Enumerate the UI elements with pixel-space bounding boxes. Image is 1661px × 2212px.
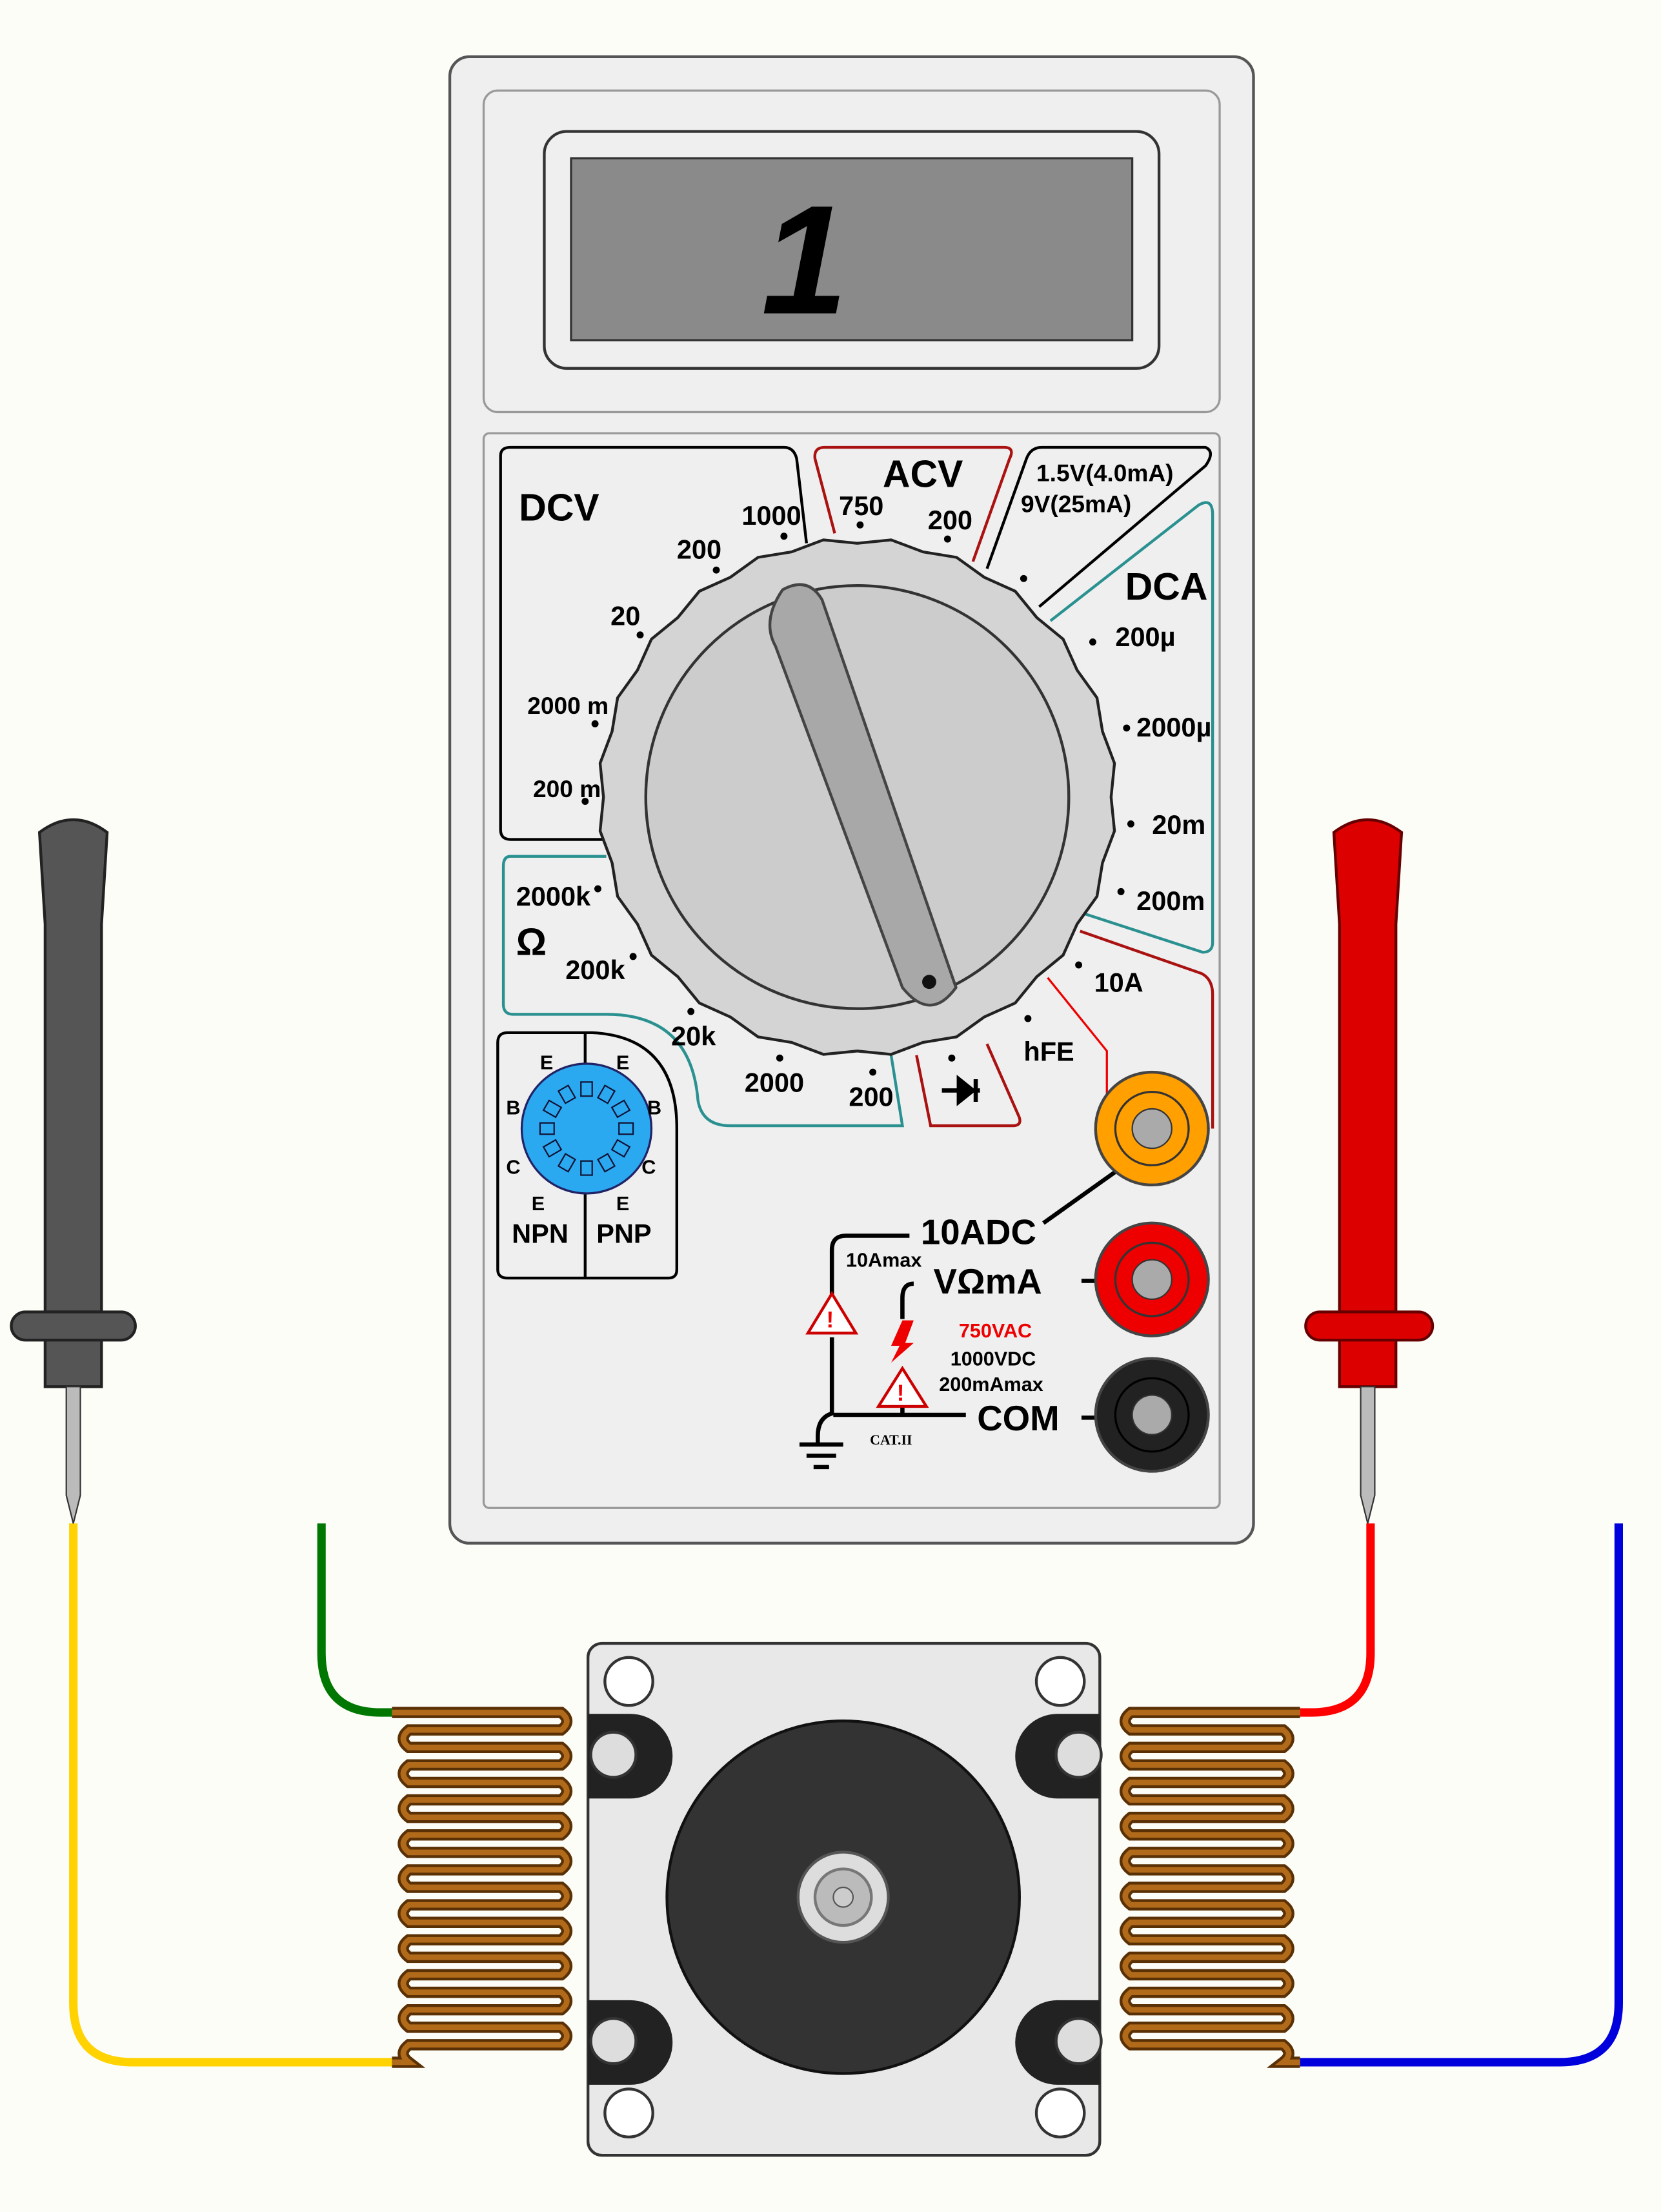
pin-c: C [506, 1156, 520, 1178]
jack-10adc-label: 10ADC [921, 1213, 1036, 1252]
pin-e: E [616, 1052, 629, 1074]
socket-pin [539, 1122, 555, 1135]
pin-b: B [647, 1097, 661, 1119]
rating-1000vdc: 1000VDC [951, 1348, 1036, 1370]
dca-200m: 200m [1136, 886, 1205, 916]
socket-pin [610, 1139, 631, 1158]
lcd-reading: 1 [761, 172, 848, 346]
jack-10a[interactable] [1094, 1070, 1210, 1187]
high-voltage-icon [891, 1320, 914, 1363]
socket-pin [557, 1153, 576, 1173]
range-hfe: hFE [1023, 1037, 1074, 1067]
red-probe[interactable] [1304, 818, 1434, 1524]
socket-pin [542, 1099, 563, 1119]
jack-vohm-label: VΩmA [934, 1262, 1042, 1301]
wire-blue [1300, 1523, 1624, 2067]
ohm-symbol: Ω [516, 921, 547, 964]
lcd-display [570, 157, 1134, 341]
dcv-200: 200 [677, 534, 721, 565]
pnp-label: PNP [596, 1218, 651, 1248]
ohm-20k: 20k [671, 1021, 716, 1051]
pin-e: E [616, 1193, 629, 1215]
wire-red [1300, 1523, 1375, 1717]
npn-label: NPN [512, 1218, 569, 1248]
wire-yellow [69, 1523, 392, 2067]
dcv-2000m: 2000 m [527, 692, 609, 719]
dial-pointer [768, 583, 958, 1007]
jack-com-label: COM [977, 1399, 1059, 1438]
pin-c: C [641, 1156, 656, 1178]
socket-pin [557, 1084, 576, 1104]
coil-winding [1122, 1709, 1300, 2065]
ohm-200k: 200k [565, 955, 625, 985]
dca-20m: 20m [1152, 809, 1205, 840]
wires [69, 1523, 1624, 2067]
dca-label: DCA [1125, 565, 1208, 608]
socket-pin [618, 1122, 634, 1135]
battery-1-5v: 1.5V(4.0mA) [1036, 460, 1174, 487]
acv-750: 750 [839, 491, 883, 521]
rotary-selector-dial[interactable] [598, 538, 1116, 1056]
10a-max-label: 10Amax [846, 1250, 921, 1272]
dcv-1000: 1000 [741, 500, 801, 531]
dca-2000u: 2000µ [1136, 712, 1211, 742]
wire-green [317, 1523, 392, 1717]
socket-pin [597, 1084, 616, 1104]
ohm-2000: 2000 [745, 1068, 804, 1098]
cat-rating: CAT.II [870, 1432, 912, 1448]
socket-pin [580, 1160, 593, 1176]
warning-icon: ! [805, 1290, 859, 1335]
ohm-200: 200 [849, 1082, 893, 1112]
dcv-200m: 200 m [533, 775, 601, 802]
pin-e: E [532, 1193, 545, 1215]
stepper-motor [586, 1641, 1103, 2157]
dcv-20: 20 [610, 600, 640, 631]
acv-200: 200 [928, 505, 972, 535]
screw-icons [589, 1730, 1103, 2065]
pin-e: E [540, 1052, 553, 1074]
socket-pin [610, 1099, 631, 1119]
svg-text:!: ! [826, 1308, 834, 1333]
svg-text:!: ! [897, 1381, 905, 1406]
jack-vohm[interactable] [1094, 1221, 1210, 1337]
diode-icon [941, 1075, 980, 1106]
coils [392, 1707, 1300, 2068]
pin-b: B [506, 1097, 520, 1119]
multimeter: 1 DCV 1000 200 20 2000 m 200 [448, 55, 1255, 1545]
dcv-label: DCV [519, 487, 599, 529]
hfe-socket[interactable]: E E B B C C E E NPN PNP [496, 1031, 679, 1280]
battery-9v: 9V(25mA) [1021, 491, 1131, 518]
rating-750vac: 750VAC [959, 1320, 1032, 1342]
socket-pin [580, 1081, 593, 1097]
dca-200u: 200µ [1115, 622, 1175, 652]
acv-label: ACV [883, 452, 963, 495]
rating-200ma: 200mAmax [939, 1374, 1043, 1395]
jack-com[interactable] [1094, 1357, 1210, 1473]
socket-pin [542, 1139, 563, 1158]
black-probe[interactable] [10, 818, 137, 1524]
coil-winding [392, 1709, 570, 2065]
range-10a: 10A [1094, 968, 1143, 998]
warning-icon: ! [876, 1365, 929, 1408]
ohm-2000k: 2000k [516, 881, 591, 911]
socket-pin [597, 1153, 616, 1173]
